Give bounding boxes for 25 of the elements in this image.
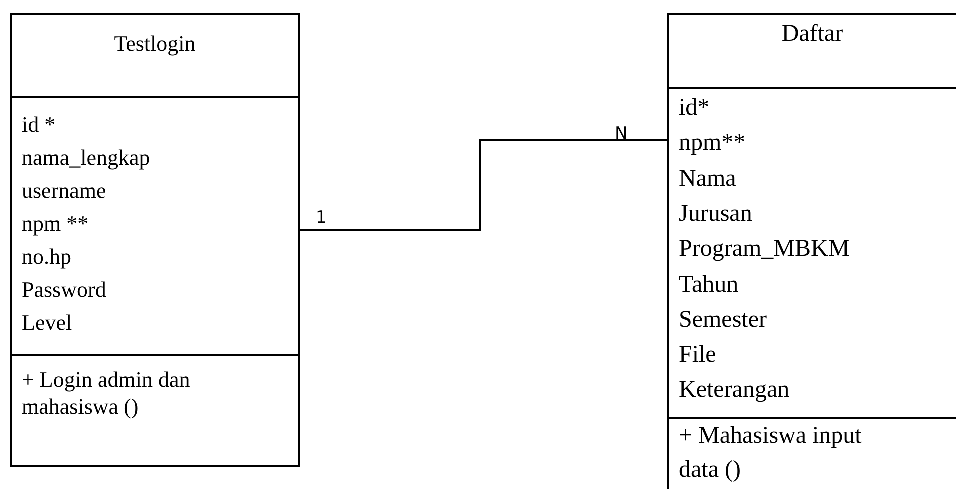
- attribute-text: Tahun: [679, 270, 739, 300]
- attribute-text: nama_lengkap: [22, 144, 150, 172]
- multiplicity-label: 1: [316, 208, 327, 228]
- class-box: [667, 13, 956, 489]
- attribute-text: Nama: [679, 164, 736, 194]
- attribute-text: Program_MBKM: [679, 235, 850, 264]
- attribute-text: npm **: [22, 210, 89, 238]
- multiplicity-label: N: [615, 124, 628, 144]
- attribute-text: npm**: [679, 129, 746, 158]
- attribute-text: Level: [22, 309, 72, 337]
- class-box: [10, 13, 300, 467]
- attribute-text: Password: [22, 276, 106, 304]
- class-name: Testlogin: [113, 31, 197, 57]
- method-text: + Login admin dan mahasiswa (): [22, 366, 192, 420]
- attribute-text: id*: [679, 94, 710, 123]
- attribute-text: no.hp: [22, 243, 72, 271]
- attribute-text: Jurusan: [679, 200, 752, 229]
- method-text: + Mahasiswa input data (): [679, 422, 863, 485]
- class-name: Daftar: [780, 21, 844, 48]
- attribute-text: File: [679, 341, 716, 370]
- association-line: [300, 138, 667, 232]
- attribute-text: Semester: [679, 306, 767, 335]
- attribute-text: username: [22, 177, 106, 205]
- attribute-text: Keterangan: [679, 376, 790, 406]
- attribute-text: id *: [22, 111, 56, 139]
